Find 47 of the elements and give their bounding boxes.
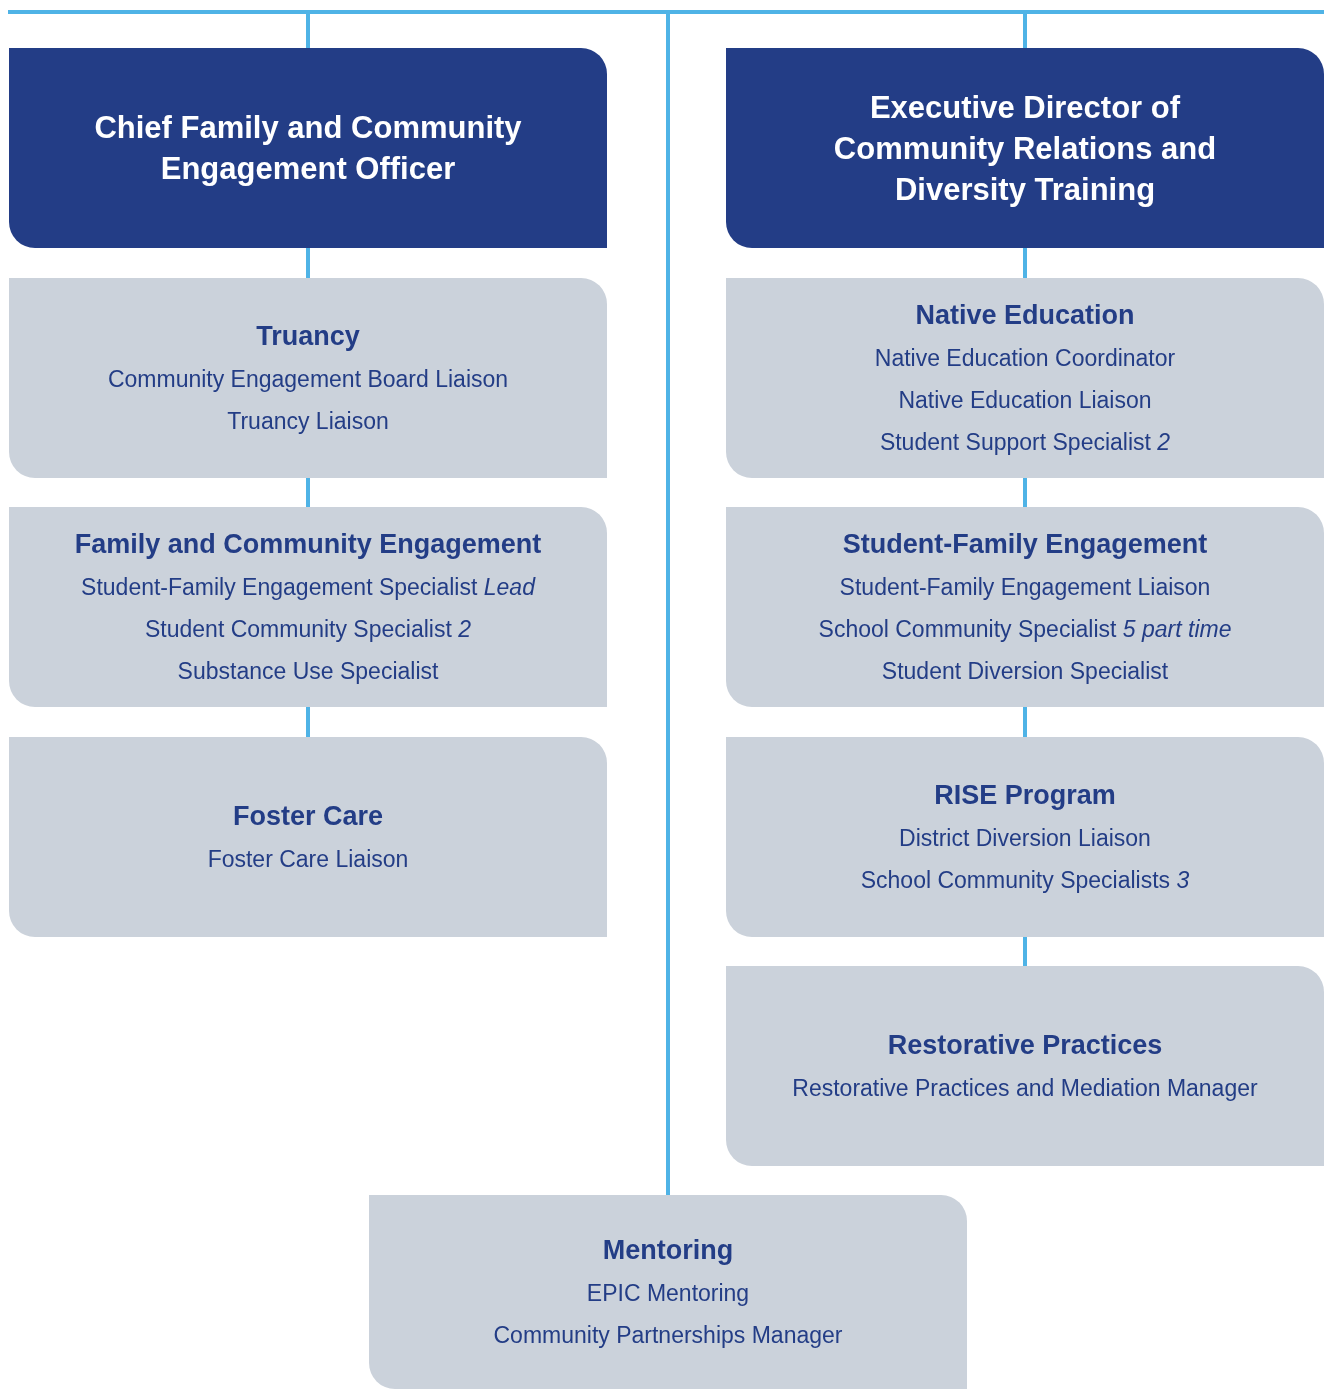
- department-heading: Truancy: [256, 319, 360, 353]
- connector-line: [1023, 14, 1027, 48]
- position-title: Student-Family Engagement Specialist Lead: [81, 572, 535, 602]
- department-box: [726, 737, 1324, 937]
- position-title: School Community Specialist 5 part time: [818, 614, 1232, 644]
- position-title: EPIC Mentoring: [586, 1278, 750, 1308]
- connector-line: [306, 248, 310, 278]
- connector-line: [666, 14, 670, 1195]
- position-title: Student-Family Engagement Liaison: [839, 572, 1211, 602]
- connector-line: [306, 14, 310, 48]
- connector-line: [1023, 478, 1027, 507]
- position-title: Student Community Specialist 2: [145, 614, 471, 644]
- department-heading: Restorative Practices: [887, 1028, 1163, 1062]
- position-title: Student Diversion Specialist: [881, 656, 1169, 686]
- department-box: [9, 278, 607, 478]
- position-title: Executive Director of Community Relations and Diversity Training: [832, 88, 1218, 209]
- position-title: Truancy Liaison: [227, 406, 389, 436]
- position-title: Community Partnerships Manager: [493, 1320, 843, 1350]
- department-heading: RISE Program: [934, 778, 1116, 812]
- department-box: [726, 278, 1324, 478]
- position-title: Student Support Specialist 2: [879, 427, 1171, 457]
- department-box: [726, 507, 1324, 707]
- department-box: [369, 1195, 967, 1389]
- position-title: District Diversion Liaison: [899, 823, 1151, 853]
- position-title: Chief Family and Community Engagement Officer: [93, 109, 523, 188]
- department-box: [9, 737, 607, 937]
- department-heading: Mentoring: [602, 1233, 734, 1267]
- position-title: Community Engagement Board Liaison: [107, 364, 509, 394]
- department-heading: Family and Community Engagement: [74, 527, 542, 561]
- connector-line: [306, 707, 310, 737]
- department-box: [726, 966, 1324, 1166]
- connector-line: [1023, 248, 1027, 278]
- position-title: Restorative Practices and Mediation Manager: [792, 1073, 1258, 1103]
- position-title: School Community Specialists 3: [860, 865, 1190, 895]
- leader-title-box: [9, 48, 607, 248]
- connector-line: [1023, 707, 1027, 737]
- department-box: [9, 507, 607, 707]
- position-title: Substance Use Specialist: [177, 656, 439, 686]
- department-heading: Native Education: [915, 298, 1135, 332]
- position-title: Native Education Coordinator: [874, 343, 1176, 373]
- leader-title-box: [726, 48, 1324, 248]
- department-heading: Foster Care: [232, 799, 384, 833]
- position-title: Foster Care Liaison: [207, 844, 409, 874]
- department-heading: Student-Family Engagement: [842, 527, 1208, 561]
- connector-line: [1023, 937, 1027, 966]
- connector-line: [306, 478, 310, 507]
- position-title: Native Education Liaison: [898, 385, 1152, 415]
